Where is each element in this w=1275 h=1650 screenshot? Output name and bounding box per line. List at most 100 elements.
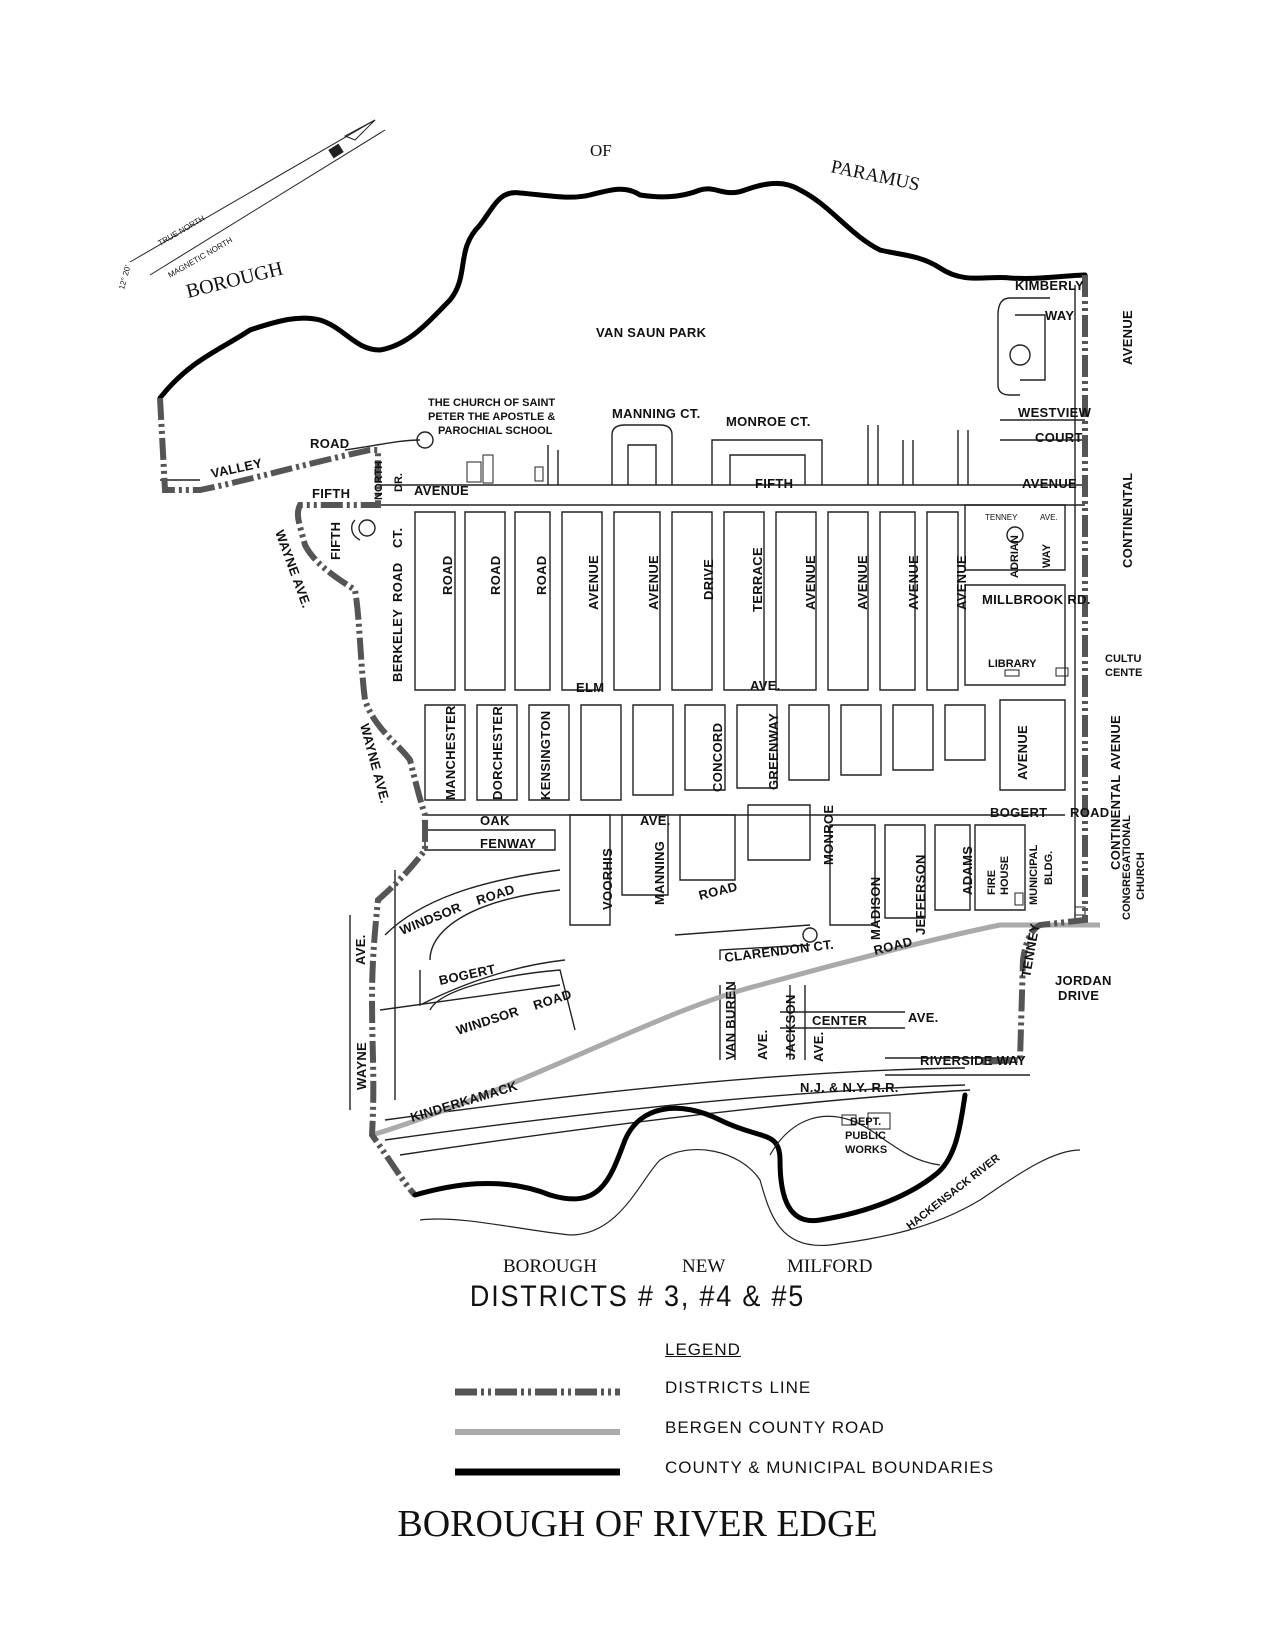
street-westview-court: COURT [1035,430,1083,445]
street-avenue-col11: AVENUE [954,555,969,610]
street-windsor-north: WINDSOR [398,899,464,937]
street-wayne-south: WAYNE [354,1042,369,1090]
street-jordan: JORDAN [1055,973,1112,988]
street-oak-ave: AVE. [640,813,671,828]
street-oak: OAK [480,813,510,828]
street-manchester: MANCHESTER [443,705,458,800]
county-road-icon [455,1429,620,1435]
legend-row-district: DISTRICTS LINE [455,1378,1015,1408]
district-line-icon [455,1388,620,1396]
street-avenue-bogert: AVENUE [1015,725,1030,780]
street-van-buren: VAN BUREN [723,981,738,1060]
neighbor-borough-north: BOROUGH [184,258,285,303]
municipal-bldg-label-1: MUNICIPAL [1028,844,1040,905]
street-greenway: GREENWAY [766,713,781,790]
street-westview: WESTVIEW [1018,405,1092,420]
street-berkeley-road: ROAD [390,563,405,602]
street-dr: DR. [393,473,405,492]
street-bogert-east: BOGERT [990,805,1047,820]
church-label-3: PAROCHIAL SCHOOL [438,425,553,437]
district-map: TRUE NORTH MAGNETIC NORTH 12° 20' BOROUG… [117,119,1147,1277]
dpw-label-2: PUBLIC [845,1130,886,1142]
street-jackson-ave: AVE. [811,1031,826,1062]
legend-heading: LEGEND [665,1340,741,1359]
municipal-bldg-label-2: BLDG. [1043,851,1055,885]
legend-label-boundary: COUNTY & MUNICIPAL BOUNDARIES [665,1458,995,1477]
street-jackson: JACKSON [783,994,798,1060]
street-continental-north: CONTINENTAL [1120,473,1135,569]
legend-label-county: BERGEN COUNTY ROAD [665,1418,885,1437]
street-valley-road: ROAD [310,436,349,451]
street-tenney-ave: AVE. [1040,513,1058,522]
street-fifth-west: FIFTH [312,486,350,501]
street-windsor-south: WINDSOR [454,1003,521,1037]
street-dorchester: DORCHESTER [490,706,505,800]
map-title: DISTRICTS # 3, #4 & #5 [469,1280,806,1313]
neighbor-paramus: PARAMUS [829,156,922,195]
library-label: LIBRARY [988,658,1037,670]
dpw-label-3: WORKS [845,1144,887,1156]
street-avenue-col5: AVENUE [646,555,661,610]
fire-house-label-2: HOUSE [999,856,1011,895]
dpw-label-1: DEPT. [850,1116,881,1128]
street-clarendon: CLARENDON CT. [724,937,835,965]
congregational-church-label-1: CONGREGATIONAL [1121,815,1133,920]
borough-title: BOROUGH OF RIVER EDGE [397,1503,878,1545]
street-wayne-ave-north: WAYNE AVE. [272,528,314,610]
street-voorhis: VOORHIS [600,848,615,910]
true-north-label: TRUE NORTH [157,214,207,248]
river-bank [419,1149,1081,1247]
street-avenue-col8: AVENUE [803,555,818,610]
street-avenue-continental-south: AVENUE [1108,715,1123,770]
street-continental-avenue-north: AVENUE [1120,310,1135,365]
street-manning-ct: MANNING CT. [612,406,701,421]
street-avenue-fifth-west: AVENUE [414,483,469,498]
street-riverside-way: RIVERSIDE WAY [920,1053,1026,1068]
church-label-2: PETER THE APOSTLE & [428,411,555,423]
street-kimberly-way: WAY [1045,308,1074,323]
street-fifth-ct-2: CT. [390,528,405,548]
street-road-col2: ROAD [488,556,503,595]
street-millbrook: MILLBROOK RD. [982,592,1091,607]
street-berkeley: BERKELEY [390,609,405,682]
district-line [157,397,428,1198]
legend: LEGEND DISTRICTS LINE BERGEN COUNTY ROAD… [455,1340,1015,1480]
cultural-center-label-1: CULTU [1105,653,1142,665]
street-fifth-ct-1: FIFTH [328,522,343,560]
legend-row-boundary: COUNTY & MUNICIPAL BOUNDARIES [455,1458,1015,1488]
street-continental-south: CONTINENTAL [1108,775,1123,871]
county-road-kinderkamack [371,922,1100,1138]
legend-label-district: DISTRICTS LINE [665,1378,812,1397]
south-boundary [412,1092,968,1224]
street-jordan-drive: DRIVE [1058,988,1099,1003]
street-fifth-east: FIFTH [755,476,793,491]
street-wayne-ave-mid: WAYNE AVE. [357,722,393,805]
street-center-ave: AVE. [908,1010,939,1025]
legend-row-county: BERGEN COUNTY ROAD [455,1418,1015,1448]
railroad-label: N.J. & N.Y. R.R. [800,1080,899,1095]
neighbor-of-north: OF [590,141,612,160]
street-adams: ADAMS [960,846,975,895]
street-elm: ELM [576,680,604,695]
neighbor-milford: MILFORD [787,1256,873,1277]
neighbor-new: NEW [682,1256,725,1277]
boundary-line-icon [455,1468,620,1476]
declination-label: 12° 20' [117,264,132,291]
street-tenney-south: TENNEY [1018,922,1042,978]
street-kinderkamack: KINDERKAMACK [408,1078,519,1125]
street-concord: CONCORD [710,723,725,792]
street-adrian-way: WAY [1041,543,1053,568]
street-tenney: TENNEY [985,513,1018,522]
street-adrian: ADRIAN [1009,535,1021,578]
street-north: NORTH [373,461,385,500]
street-van-buren-ave: AVE. [755,1029,770,1060]
street-ave-wayne-south: AVE. [353,934,368,965]
neighbor-borough-south: BOROUGH [503,1256,597,1277]
congregational-church-label-2: CHURCH [1135,852,1147,900]
street-road-col1: ROAD [440,556,455,595]
street-windsor-south-road: ROAD [531,986,573,1012]
street-grid [160,285,1086,1156]
street-fenway: FENWAY [480,836,536,851]
street-drive: DRIVE [701,559,716,600]
street-manning-road: ROAD [697,879,739,903]
